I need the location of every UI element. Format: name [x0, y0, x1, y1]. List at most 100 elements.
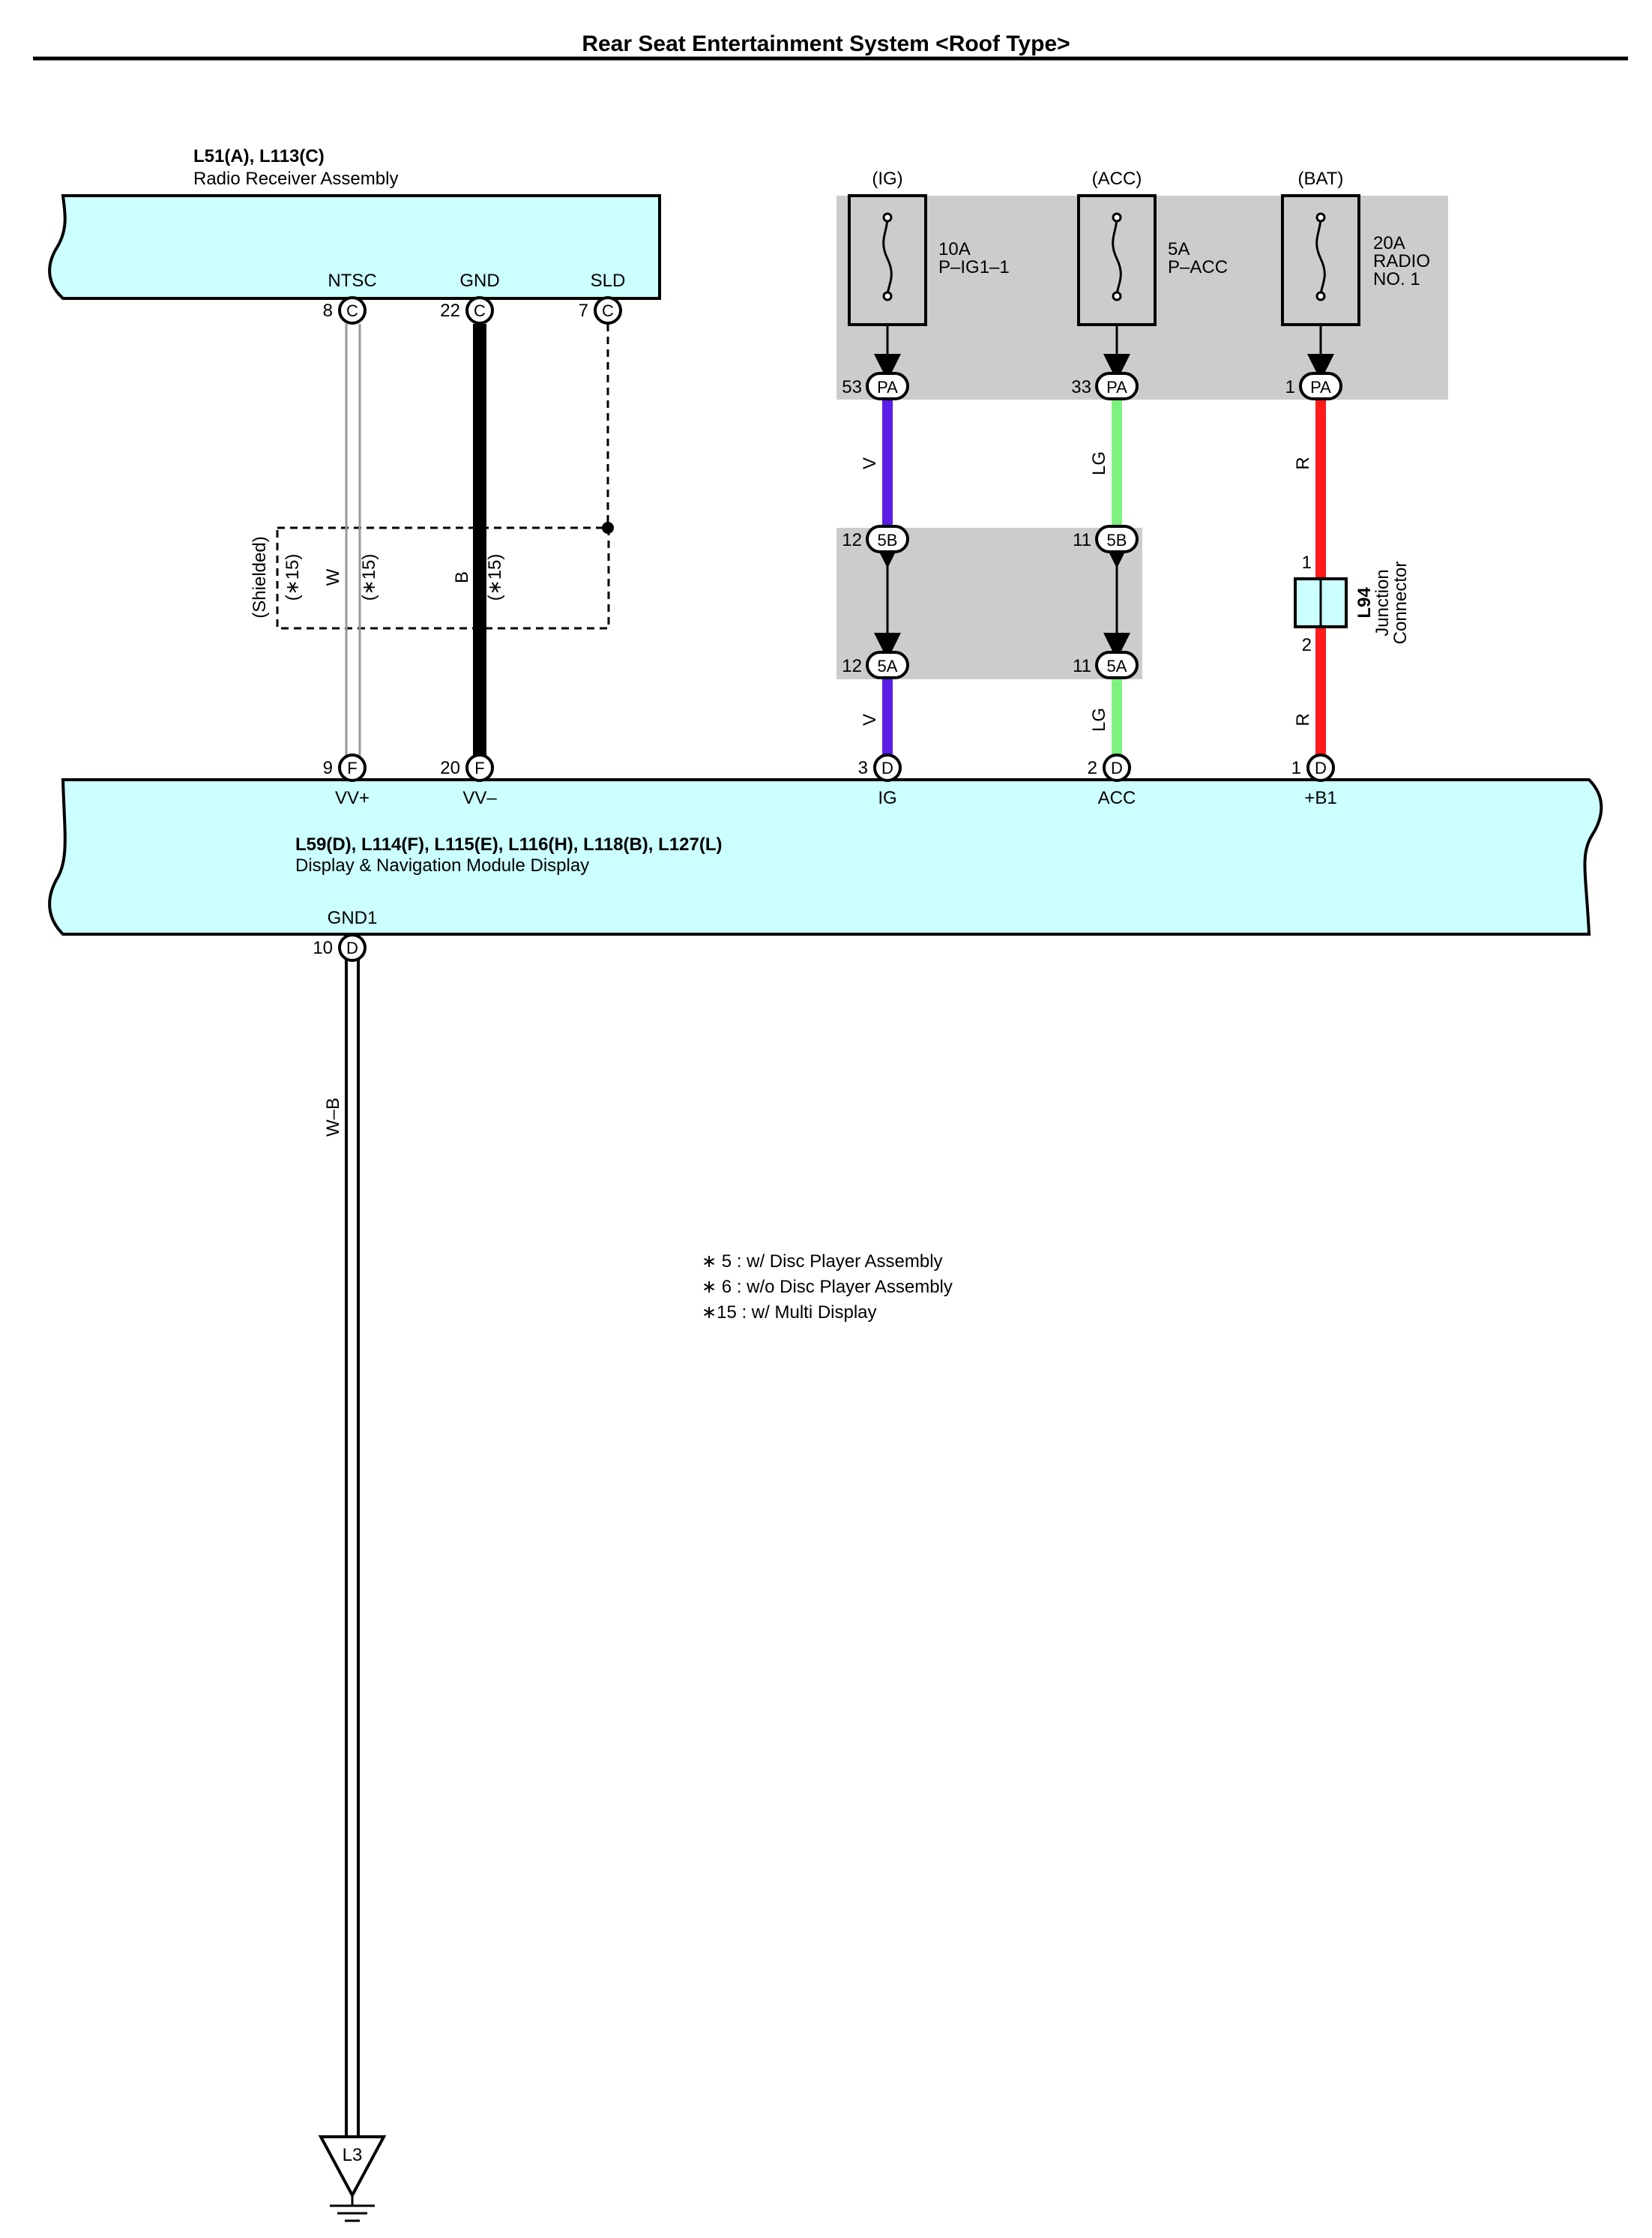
pin-inline-acc-bottom: 11 5A — [1073, 651, 1139, 679]
junction-code: L94 — [1354, 587, 1375, 619]
fuse-name-2: NO. 1 — [1373, 269, 1420, 289]
wire-label-w: W — [323, 568, 343, 586]
fuse-acc: (ACC) 5A P–ACC — [1077, 169, 1228, 381]
wire-label-ig-lower: V — [860, 714, 880, 726]
fuse-name: RADIO — [1373, 251, 1430, 271]
pin-connector: C — [474, 301, 486, 320]
shield-box — [276, 526, 610, 630]
pin-number: 1 — [1291, 758, 1301, 778]
note-3: ∗15 : w/ Multi Display — [702, 1302, 877, 1323]
pin-fuse-ig: 53 PA — [842, 372, 909, 400]
pin-fuse-bat: 1 PA — [1285, 372, 1342, 400]
fuse-block — [836, 196, 1448, 400]
pin-connector: 5B — [878, 531, 898, 550]
pin-connector: D — [881, 759, 893, 777]
wire-label-acc-lower: LG — [1089, 708, 1109, 732]
pin-number: 9 — [323, 758, 333, 778]
pin-radio-gnd: 22 C — [440, 296, 494, 325]
junction-name-1: Junction — [1372, 569, 1393, 636]
pin-number: 53 — [842, 377, 862, 397]
ground-point: L3 — [318, 2135, 387, 2222]
wire-label-bat-upper: R — [1293, 457, 1313, 469]
pin-connector: F — [474, 759, 484, 777]
shield-note-b: (∗15) — [485, 554, 505, 601]
fuse-name: P–ACC — [1168, 257, 1228, 277]
shield-junction-dot — [602, 522, 614, 534]
pin-connector: 5A — [1107, 657, 1127, 676]
junction-connector: 1 2 L94 Junction Connector — [1294, 553, 1411, 655]
pin-connector: 5B — [1107, 531, 1127, 550]
pin-display-vvplus: 9 F — [323, 753, 367, 782]
pin-connector: C — [346, 301, 358, 320]
wire-label-bat-lower: R — [1293, 713, 1313, 726]
pin-number: 3 — [858, 758, 868, 778]
radio-terminal-ntsc: NTSC — [328, 271, 376, 291]
pin-connector: D — [1315, 759, 1327, 777]
radio-name: Radio Receiver Assembly — [193, 169, 398, 189]
pin-number: 22 — [440, 301, 460, 321]
pin-inline-ig-top: 12 5B — [842, 525, 909, 553]
pin-connector: PA — [1310, 378, 1331, 397]
pin-number: 7 — [579, 301, 588, 321]
pin-display-acc: 2 D — [1088, 753, 1131, 782]
wire-label-acc-upper: LG — [1089, 451, 1109, 475]
fuse-rating: 5A — [1168, 239, 1190, 259]
wire-label-b: B — [452, 571, 472, 583]
pin-connector: D — [1111, 759, 1123, 777]
pin-connector: PA — [1106, 378, 1127, 397]
display-terminal-ig: IG — [878, 788, 896, 808]
junction-pin-bottom: 2 — [1302, 635, 1312, 655]
radio-terminal-gnd: GND — [459, 271, 499, 291]
shield-note-left: (∗15) — [283, 554, 303, 601]
pin-number: 11 — [1073, 656, 1091, 676]
pin-number: 1 — [1285, 377, 1295, 397]
pin-number: 8 — [323, 301, 333, 321]
pin-number: 20 — [440, 758, 460, 778]
ground-code: L3 — [343, 2145, 363, 2165]
fuse-source: (BAT) — [1298, 169, 1344, 189]
junction-name-2: Connector — [1390, 562, 1411, 645]
pin-connector: 5A — [878, 657, 898, 676]
pin-inline-ig-bottom: 12 5A — [842, 651, 909, 679]
display-terminal-vvplus: VV+ — [335, 788, 370, 808]
radio-receiver-box — [48, 194, 661, 300]
pin-radio-ntsc: 8 C — [323, 296, 367, 325]
pin-connector: D — [346, 939, 358, 957]
fuse-source: (IG) — [872, 169, 902, 189]
radio-terminal-sld: SLD — [591, 271, 626, 291]
junction-pin-top: 1 — [1302, 553, 1312, 573]
pin-display-gnd1: 10 D — [313, 933, 367, 962]
display-terminal-acc: ACC — [1098, 788, 1136, 808]
pin-radio-sld: 7 C — [579, 296, 622, 325]
shield-note-mid: (∗15) — [359, 554, 379, 601]
wire-label-wb: W–B — [323, 1098, 343, 1137]
pin-number: 2 — [1088, 758, 1097, 778]
pin-number: 33 — [1071, 377, 1091, 397]
display-terminal-b1: +B1 — [1304, 788, 1336, 808]
display-terminal-gnd1: GND1 — [328, 908, 378, 928]
display-code: L59(D), L114(F), L115(E), L116(H), L118(… — [295, 834, 722, 855]
note-2: ∗ 6 : w/o Disc Player Assembly — [702, 1277, 953, 1297]
display-name: Display & Navigation Module Display — [295, 855, 589, 876]
wire-label-ig-upper: V — [860, 457, 880, 469]
page-title: Rear Seat Entertainment System <Roof Typ… — [582, 31, 1070, 56]
pin-number: 12 — [842, 530, 862, 550]
fuse-name: P–IG1–1 — [938, 257, 1010, 277]
pin-number: 10 — [313, 938, 333, 958]
pin-display-b1: 1 D — [1291, 753, 1335, 782]
pin-display-vvminus: 20 F — [440, 753, 494, 782]
pin-number: 11 — [1073, 530, 1091, 550]
display-terminal-vvminus: VV– — [462, 788, 497, 808]
pin-fuse-acc: 33 PA — [1071, 372, 1139, 400]
pin-inline-acc-top: 11 5B — [1073, 525, 1139, 553]
pin-connector: PA — [877, 378, 898, 397]
pin-connector: F — [347, 759, 357, 777]
pin-display-ig: 3 D — [858, 753, 902, 782]
fuse-source: (ACC) — [1092, 169, 1142, 189]
display-module-box — [48, 778, 1603, 936]
note-1: ∗ 5 : w/ Disc Player Assembly — [702, 1251, 943, 1272]
pin-number: 12 — [842, 656, 862, 676]
shielded-label: (Shielded) — [250, 536, 270, 618]
pin-connector: C — [602, 301, 614, 320]
